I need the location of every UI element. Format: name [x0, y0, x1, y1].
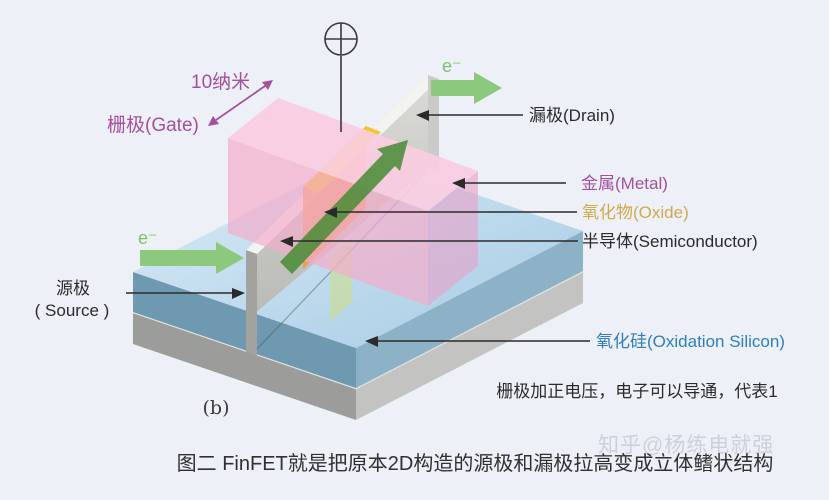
substrate-front-right-face — [356, 271, 583, 420]
annotation-lines — [126, 114, 590, 342]
figure-caption: 图二 FinFET就是把原本2D构造的源极和漏极拉高变成立体鳍状结构 — [177, 452, 774, 475]
metal-arrowhead — [452, 178, 465, 189]
drain-label: 漏极(Drain) — [529, 106, 615, 125]
voltage-source-symbol — [324, 22, 358, 132]
electron-label-right: e⁻ — [442, 56, 462, 76]
slab-front-left-face — [133, 272, 356, 388]
source-arrowhead — [232, 288, 245, 299]
substrate-front-left-face — [133, 312, 356, 420]
drain-arrowhead — [416, 110, 429, 121]
source-label-line1: 源极 — [56, 279, 90, 298]
annotation-arrowheads — [232, 110, 465, 347]
dimension-double-arrow — [208, 80, 273, 126]
oxide-arrowhead — [324, 207, 337, 218]
semiconductor-label: 半导体(Semiconductor) — [582, 232, 758, 251]
drain-electron-arrow — [431, 72, 502, 104]
oxidation-silicon-label: 氧化硅(Oxidation Silicon) — [596, 332, 785, 351]
gate-top-face — [228, 98, 478, 211]
oxide-label: 氧化物(Oxide) — [582, 203, 689, 222]
oxidation-silicon-arrowhead — [365, 336, 378, 347]
panel-label: (b) — [203, 397, 230, 419]
electron-label-left: e⁻ — [138, 228, 158, 248]
dimension-label: 10纳米 — [191, 71, 250, 93]
slab-front-right-face — [356, 231, 583, 388]
dimension-arrowhead-upper — [262, 80, 273, 90]
gate-right-end-cap — [428, 171, 478, 306]
watermark: 知乎@杨练电就强 — [598, 434, 774, 457]
gate-voltage-note: 栅极加正电压，电子可以导通，代表1 — [496, 382, 777, 401]
dimension-arrow-line — [215, 85, 266, 121]
gate-label: 栅极(Gate) — [107, 114, 199, 136]
source-electron-arrow — [140, 242, 244, 274]
semiconductor-arrowhead — [280, 236, 293, 247]
source-label-line2: ( Source ) — [35, 301, 110, 320]
metal-label: 金属(Metal) — [581, 174, 668, 193]
fin-left-end-cap — [246, 250, 257, 356]
dimension-arrowhead-lower — [208, 116, 219, 126]
fin-right-end-cap — [428, 75, 439, 170]
